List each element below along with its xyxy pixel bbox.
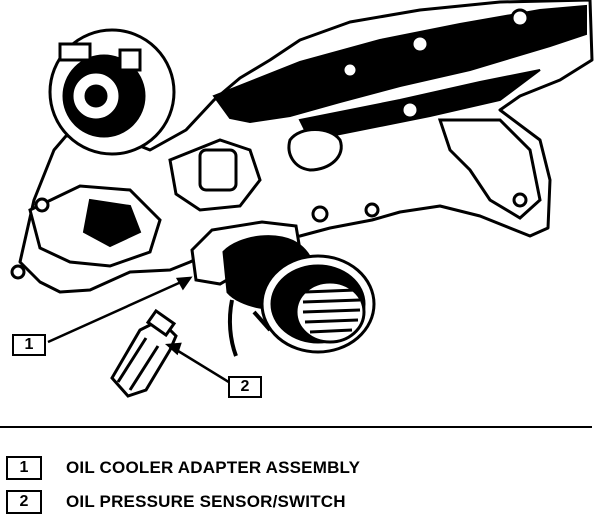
legend-label: OIL PRESSURE SENSOR/SWITCH [66, 492, 346, 511]
oil-filter-assembly [190, 220, 376, 357]
oil-pressure-sensor [110, 308, 178, 398]
front-pulley [48, 28, 176, 156]
legend-label: OIL COOLER ADAPTER ASSEMBLY [66, 458, 361, 477]
lower-casting [10, 128, 343, 280]
legend-number: 1 [6, 456, 42, 480]
manifold-bolts [311, 8, 530, 223]
leader-lines [47, 276, 233, 386]
callout-2: 2 [228, 376, 262, 398]
legend-item: 2 OIL PRESSURE SENSOR/SWITCH [6, 490, 346, 514]
callout-1: 1 [12, 334, 46, 356]
legend-item: 1 OIL COOLER ADAPTER ASSEMBLY [6, 456, 360, 480]
legend-divider [0, 426, 592, 428]
filter-ribs [302, 288, 361, 334]
legend-number: 2 [6, 490, 42, 514]
manifold [212, 4, 587, 220]
